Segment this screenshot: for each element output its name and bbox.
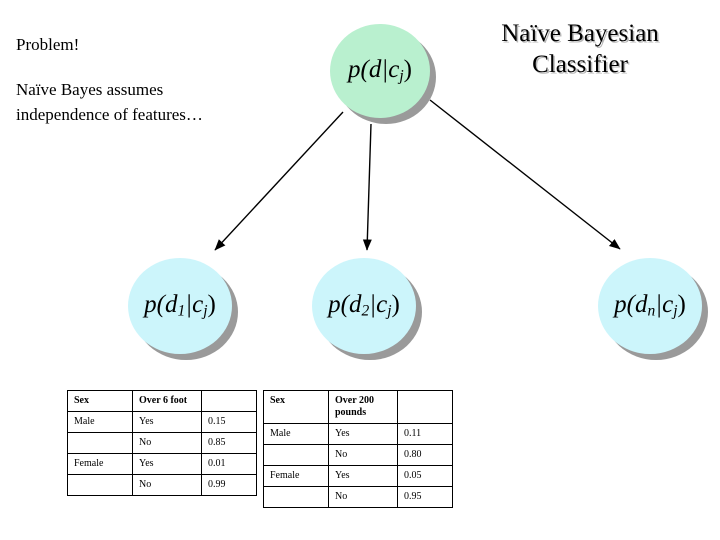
node-p-d1-given-c[interactable]: p(d1|cj): [128, 258, 238, 360]
table-cell: No: [132, 474, 202, 496]
page-title: Naïve Bayesian Classifier: [455, 18, 705, 80]
table-cell: [67, 432, 133, 454]
node-d2-mid: |c: [369, 291, 388, 319]
node-label: p(d|cj): [348, 56, 412, 85]
node-label: p(d2|cj): [328, 291, 400, 320]
problem-heading: Problem!: [16, 35, 80, 54]
node-label: p(dn|cj): [614, 291, 686, 320]
node-d1-sub2: j: [203, 302, 208, 320]
arrow-root-to-dn: [429, 99, 621, 250]
node-d1-p: p(d: [144, 291, 178, 319]
table-cell: Male: [67, 411, 133, 433]
node-d1-sub1: 1: [177, 302, 186, 320]
node-label: p(d1|cj): [144, 291, 216, 320]
table-cell: 0.15: [201, 411, 257, 433]
node-d2-sub1: 2: [361, 302, 370, 320]
node-d2-suffix: ): [391, 291, 400, 319]
table-header-cell: [397, 390, 453, 424]
node-dn-suffix: ): [677, 291, 686, 319]
node-face: p(d2|cj): [312, 258, 416, 354]
node-root-sub: j: [399, 67, 404, 85]
table-cell: Yes: [132, 411, 202, 433]
title-line-2: Classifier: [532, 51, 628, 78]
title-line-1: Naïve Bayesian: [501, 20, 659, 47]
node-dn-sub2: j: [673, 302, 678, 320]
table-cell: 0.95: [397, 486, 453, 508]
table-header-cell: Over 200 pounds: [328, 390, 398, 424]
table-cell: [67, 474, 133, 496]
node-d2-p: p(d: [328, 291, 362, 319]
table-cell: Female: [263, 465, 329, 487]
node-d2-sub2: j: [387, 302, 392, 320]
node-dn-sub1: n: [647, 302, 656, 320]
table-header-cell: Sex: [67, 390, 133, 412]
table-cell: No: [328, 444, 398, 466]
table-cell: Yes: [328, 465, 398, 487]
node-d1-suffix: ): [207, 291, 216, 319]
node-root-suffix: ): [403, 56, 412, 84]
table-cell: No: [132, 432, 202, 454]
arrow-root-to-d2: [362, 123, 372, 251]
table-cell: 0.11: [397, 423, 453, 445]
node-face: p(d1|cj): [128, 258, 232, 354]
table-header-cell: Over 6 foot: [132, 390, 202, 412]
table-cell: Male: [263, 423, 329, 445]
node-root-prefix: p(d|c: [348, 56, 400, 84]
table-cell: No: [328, 486, 398, 508]
table-cell: 0.05: [397, 465, 453, 487]
table-cell: 0.99: [201, 474, 257, 496]
table-cell: 0.85: [201, 432, 257, 454]
table-cell: [263, 444, 329, 466]
table-cell: 0.80: [397, 444, 453, 466]
table-header-cell: Sex: [263, 390, 329, 424]
arrow-root-to-d1: [214, 111, 344, 251]
node-p-dn-given-c[interactable]: p(dn|cj): [598, 258, 708, 360]
node-d1-mid: |c: [185, 291, 204, 319]
table-cell: Yes: [132, 453, 202, 475]
table-cell: 0.01: [201, 453, 257, 475]
node-face: p(d|cj): [330, 24, 430, 118]
left-text-block: Problem! Naïve Bayes assumes independenc…: [16, 32, 231, 127]
table-cell: Female: [67, 453, 133, 475]
node-dn-mid: |c: [655, 291, 674, 319]
table-header-cell: [201, 390, 257, 412]
node-face: p(dn|cj): [598, 258, 702, 354]
node-dn-p: p(d: [614, 291, 648, 319]
table-cell: [263, 486, 329, 508]
problem-body: Naïve Bayes assumes independence of feat…: [16, 80, 203, 124]
node-p-d2-given-c[interactable]: p(d2|cj): [312, 258, 422, 360]
node-p-d-given-c[interactable]: p(d|cj): [330, 24, 436, 124]
table-cell: Yes: [328, 423, 398, 445]
